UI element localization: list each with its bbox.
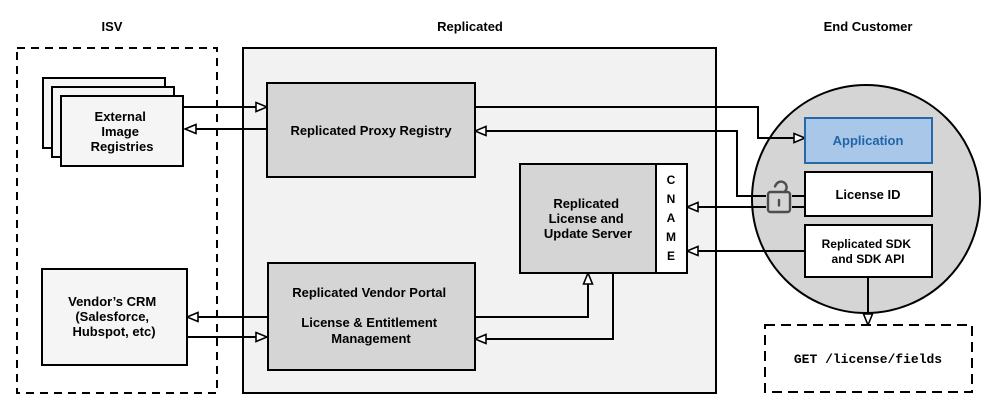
application-label: Application xyxy=(833,133,904,148)
replicated-license-update-server-label: Replicated License and Update Server xyxy=(544,196,632,241)
svg-text:C: C xyxy=(667,173,676,187)
vendors-crm-node: Vendor’s CRM (Salesforce, Hubspot, etc) xyxy=(41,268,188,366)
replicated-sdk-node: Replicated SDK and SDK API xyxy=(804,224,933,278)
registry-stack-front xyxy=(60,95,184,167)
edge-license-to-proxy xyxy=(475,131,766,197)
license-id-node: License ID xyxy=(804,171,933,217)
edge-proxy-to-application xyxy=(475,106,805,138)
section-label-replicated: Replicated xyxy=(437,19,503,34)
application-node: Application xyxy=(804,117,933,164)
svg-text:A: A xyxy=(667,211,676,225)
get-license-fields-node: GET /license/fields xyxy=(764,324,973,393)
get-license-fields-label: GET /license/fields xyxy=(794,352,942,367)
section-label-isv: ISV xyxy=(102,19,123,34)
license-id-label: License ID xyxy=(835,187,900,202)
edge-portal-to-license-server xyxy=(475,273,588,318)
edge-license-server-to-portal xyxy=(475,273,614,339)
replicated-proxy-registry-node: Replicated Proxy Registry xyxy=(266,82,476,178)
section-label-end-customer: End Customer xyxy=(824,19,913,34)
unlock-icon xyxy=(766,180,792,214)
replicated-license-update-server-node: Replicated License and Update Server xyxy=(519,163,657,274)
replicated-sdk-label: Replicated SDK and SDK API xyxy=(822,237,915,266)
cname-node: C N A M E xyxy=(655,163,688,274)
svg-text:E: E xyxy=(667,249,675,263)
replicated-vendor-portal-label: Replicated Vendor Portal License & Entit… xyxy=(292,285,450,346)
vendors-crm-label: Vendor’s CRM (Salesforce, Hubspot, etc) xyxy=(68,294,160,339)
svg-text:N: N xyxy=(667,192,676,206)
svg-text:M: M xyxy=(666,230,676,244)
external-image-registries-label: External Image Registries xyxy=(91,109,154,154)
replicated-vendor-portal-node: Replicated Vendor Portal License & Entit… xyxy=(267,262,476,371)
replicated-proxy-registry-label: Replicated Proxy Registry xyxy=(290,123,452,138)
external-image-registries-node: External Image Registries xyxy=(42,77,184,167)
